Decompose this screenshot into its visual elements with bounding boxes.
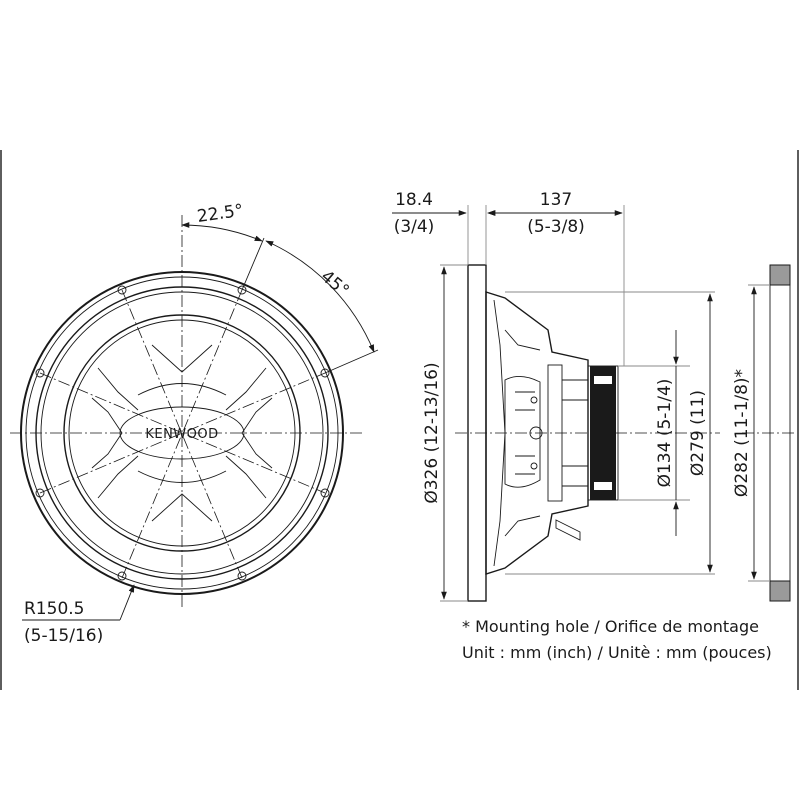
brand-logo-text: KENWOOD (145, 427, 218, 442)
magnet-diameter-label: Ø134 (5-1/4) (655, 379, 675, 488)
angle-large-arc (265, 240, 375, 353)
radius-inch-label: (5-15/16) (24, 626, 103, 646)
frame-diameter-label: Ø279 (11) (688, 390, 708, 476)
cutout-diameter-label: Ø282 (11-1/8)* (732, 369, 752, 497)
outer-ring (20, 271, 344, 595)
unit-note: Unit : mm (inch) / Unitè : mm (pouces) (462, 643, 772, 662)
front-view: KENWOOD 22.5° 45° R150.5 (5-15/16) (10, 201, 379, 646)
cutout-board-bottom (769, 580, 791, 602)
outer-diameter-label: Ø326 (12-13/16) (422, 362, 442, 503)
mounting-hole-note: * Mounting hole / Orifice de montage (462, 617, 759, 636)
cutout-board-top (769, 264, 791, 286)
magnet (590, 366, 616, 500)
angle-small-arc (181, 222, 263, 242)
mount-depth-mm-label: 137 (540, 190, 572, 210)
cone-edge (63, 314, 301, 552)
cone-design (91, 344, 273, 522)
radius-mm-label: R150.5 (24, 599, 84, 619)
flange-depth-mm-label: 18.4 (395, 190, 433, 210)
flange-depth-inch-label: (3/4) (394, 217, 435, 237)
mount-depth-inch-label: (5-3/8) (527, 217, 585, 237)
side-view: 18.4 (3/4) 137 (5-3/8) Ø326 (12-13/16) Ø… (392, 190, 720, 602)
terminal (555, 519, 581, 541)
basket-frame (485, 291, 589, 575)
cutout-view: Ø282 (11-1/8)* (732, 264, 795, 602)
angle-large-label: 45° (317, 267, 353, 302)
angle-small-label: 22.5° (196, 201, 245, 227)
mounting-holes (35, 285, 330, 581)
